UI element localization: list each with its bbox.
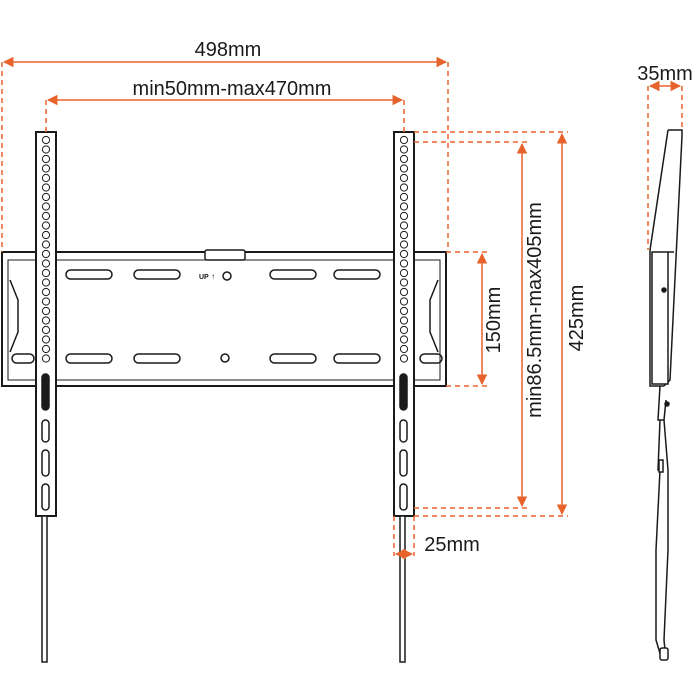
arm-hole <box>399 335 409 344</box>
plate-height-label: 150mm <box>483 287 505 354</box>
front-view: UP ↑ <box>1 131 447 663</box>
arm-hole <box>41 221 51 230</box>
depth-label: 35mm <box>637 63 693 85</box>
arm-hole <box>399 278 409 287</box>
arm-hole <box>399 211 409 221</box>
arm-hole <box>41 287 51 297</box>
arm-hole <box>399 145 409 154</box>
dimension-lines <box>1 56 683 560</box>
overall-width-label: 498mm <box>195 39 262 61</box>
arm-hole <box>399 325 409 335</box>
arm-hole <box>399 316 409 325</box>
arm-hole <box>41 325 51 335</box>
arm-hole <box>41 354 51 363</box>
vesa-height-label: min86.5mm-max405mm <box>524 202 546 418</box>
arm-hole <box>399 135 409 145</box>
arm-hole <box>41 259 51 268</box>
arm-hole <box>399 230 409 240</box>
arm-hole <box>399 154 409 164</box>
arm-width-label: 25mm <box>424 534 480 556</box>
arm-hole <box>41 154 51 164</box>
arm-hole <box>399 268 409 278</box>
arm-hole <box>399 183 409 192</box>
up-label: UP <box>199 274 209 281</box>
arm-hole <box>41 230 51 240</box>
arm-hole <box>399 306 409 316</box>
arm-hole <box>399 249 409 259</box>
arm-hole <box>399 202 409 211</box>
arm-hole <box>41 173 51 183</box>
arm-hole <box>399 240 409 249</box>
arm-hole <box>41 344 51 354</box>
side-screw-bottom <box>664 401 670 407</box>
side-view <box>649 129 683 661</box>
arm-hole <box>399 344 409 354</box>
arm-hole <box>41 306 51 316</box>
arm-hole <box>399 192 409 202</box>
arm-hole <box>399 259 409 268</box>
arm-hole <box>41 192 51 202</box>
arm-hole <box>41 249 51 259</box>
wall-plate: UP ↑ <box>1 249 447 387</box>
arm-hole <box>399 164 409 173</box>
arm-hole <box>399 287 409 297</box>
vesa-width-label: min50mm-max470mm <box>133 78 332 100</box>
side-screw-top <box>661 287 667 293</box>
arm-hole <box>41 268 51 278</box>
arm-hole <box>399 221 409 230</box>
upper-slot-row <box>65 269 381 280</box>
up-arrow-icon: ↑ <box>211 272 215 281</box>
arm-hole <box>41 145 51 154</box>
arm-hole <box>399 173 409 183</box>
plate-bottom-hole <box>220 353 230 363</box>
lower-slot-row <box>11 353 443 364</box>
arm-hole <box>41 211 51 221</box>
arm-hole <box>41 240 51 249</box>
arm-hole <box>41 202 51 211</box>
arm-hole <box>399 354 409 363</box>
dimension-labels: 498mm min50mm-max470mm 150mm min86.5mm-m… <box>133 39 693 556</box>
left-arm <box>35 131 57 663</box>
right-arm <box>393 131 415 663</box>
arm-hole <box>41 335 51 344</box>
arm-hole <box>41 164 51 173</box>
arm-hole <box>41 316 51 325</box>
plate-top-hole <box>222 271 232 281</box>
arm-hole <box>399 297 409 306</box>
overall-height-label: 425mm <box>566 285 588 352</box>
arm-hole <box>41 183 51 192</box>
arm-hole <box>41 135 51 145</box>
arm-hole <box>41 297 51 306</box>
arm-hole <box>41 278 51 287</box>
